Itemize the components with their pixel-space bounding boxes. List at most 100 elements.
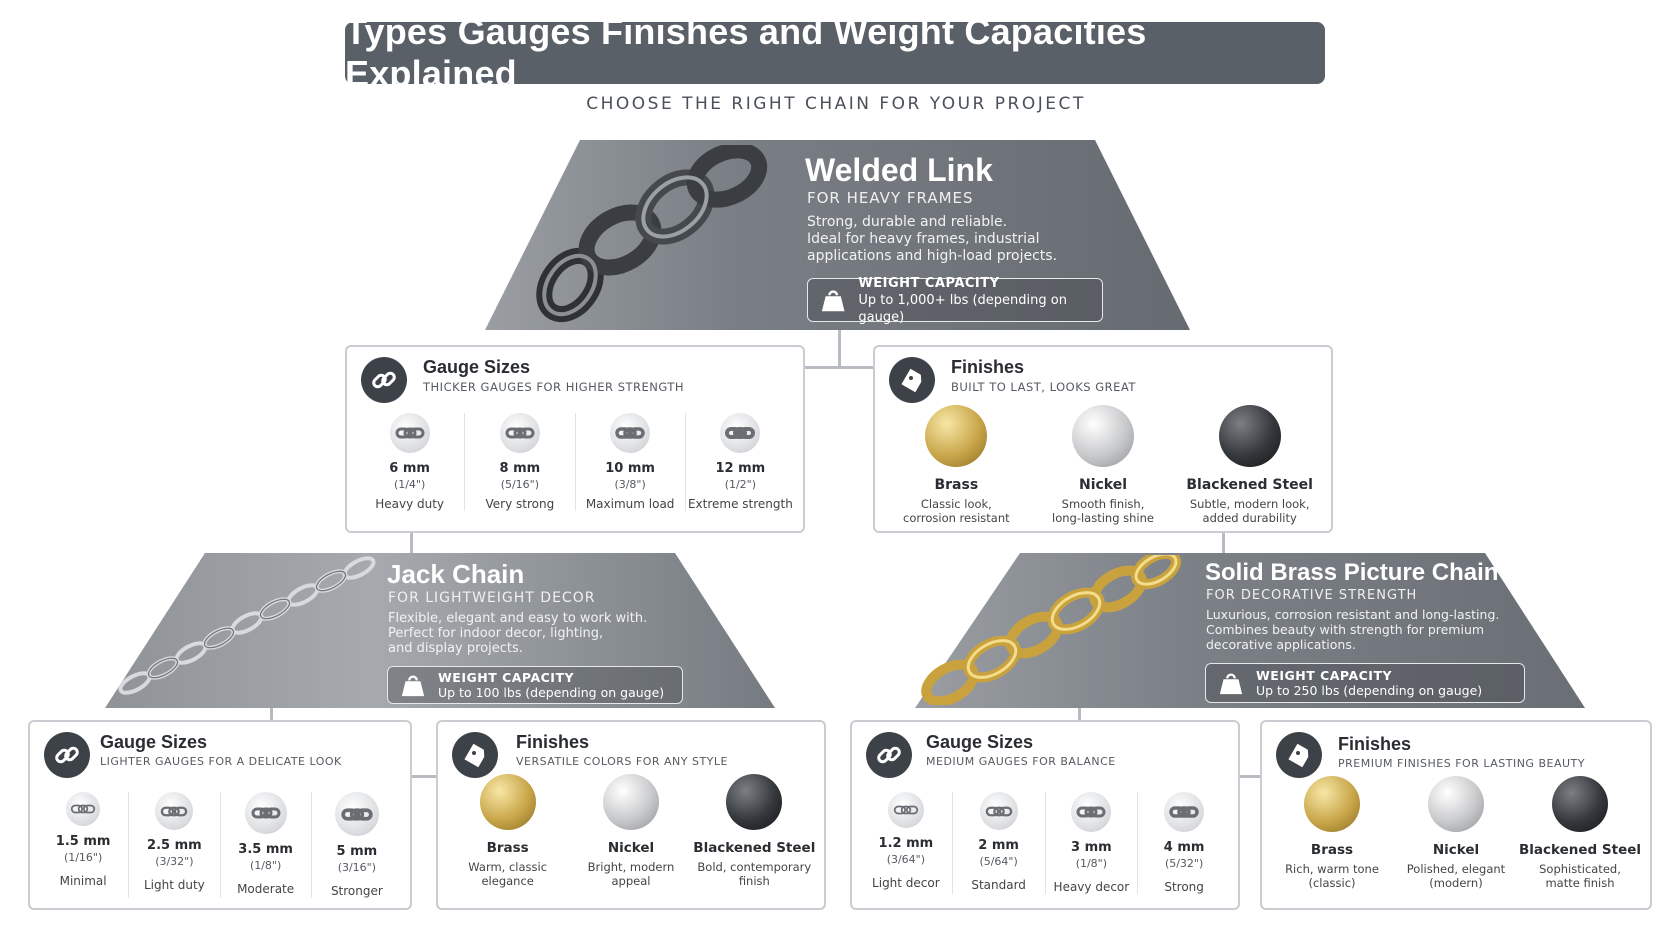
finish-name: Blackened Steel	[1186, 477, 1313, 493]
paint-tag-icon	[1276, 732, 1322, 778]
brass-capacity-value: Up to 250 lbs (depending on gauge)	[1256, 683, 1483, 698]
gauge-note: Heavy duty	[375, 497, 445, 511]
welded-subtitle: FOR HEAVY FRAMES	[807, 189, 974, 207]
finish-desc: Polished, elegant (modern)	[1406, 862, 1506, 890]
welded-chain-image	[536, 145, 768, 323]
gauge-size: 2.5 mm	[147, 838, 202, 853]
chain-icon	[1164, 792, 1205, 832]
welded-title: Welded Link	[805, 152, 993, 188]
gauge-size: 1.2 mm	[878, 836, 934, 851]
jack-title: Jack Chain	[387, 559, 525, 589]
welded-capacity-value: Up to 1,000+ lbs (depending on gauge)	[858, 292, 1067, 325]
chain-icon	[720, 413, 761, 453]
blackened-steel-swatch	[1218, 405, 1281, 467]
connector	[1078, 708, 1081, 722]
jack-capacity-label: WEIGHT CAPACITY	[438, 670, 575, 685]
brass-chain-image	[921, 555, 1181, 705]
gauge-note: Standard	[971, 878, 1026, 892]
gauge-fraction: (3/16")	[337, 861, 377, 874]
chain-icon	[499, 413, 540, 453]
finish-desc: Bright, modern appeal	[587, 860, 675, 888]
nickel-swatch	[602, 774, 659, 830]
connector	[1240, 775, 1260, 778]
gauge-size: 12 mm	[715, 461, 766, 476]
finish-item: Nickel Bright, modern appeal	[569, 774, 692, 888]
welded-finish-card: Finishes BUILT TO LAST, LOOKS GREAT Bras…	[873, 345, 1333, 533]
gauge-item: 1.2 mm (3/64") Light decor	[860, 792, 952, 894]
finish-item: Brass Rich, warm tone (classic)	[1270, 776, 1394, 890]
finish-name: Brass	[934, 477, 979, 493]
jack-gauge-title: Gauge Sizes	[100, 732, 208, 752]
finish-desc: Subtle, modern look, added durability	[1189, 497, 1310, 525]
finish-item: Brass Classic look, corrosion resistant	[883, 405, 1030, 525]
gauge-size: 5 mm	[336, 844, 378, 859]
paint-tag-icon	[889, 357, 935, 403]
weight-icon	[401, 675, 425, 697]
brass-swatch	[1304, 776, 1360, 832]
finish-item: Blackened Steel Subtle, modern look, add…	[1176, 405, 1323, 525]
jack-gauge-subtitle: LIGHTER GAUGES FOR A DELICATE LOOK	[100, 755, 342, 768]
chain-icon	[887, 792, 924, 828]
gauge-note: Heavy decor	[1053, 880, 1130, 894]
connector	[412, 775, 438, 778]
chain-icon	[334, 792, 379, 836]
gauge-item: 6 mm (1/4") Heavy duty	[355, 413, 464, 511]
gauge-size: 6 mm	[389, 461, 430, 476]
gauge-item: 10 mm (3/8") Maximum load	[574, 413, 685, 511]
page-subtitle: CHOOSE THE RIGHT CHAIN FOR YOUR PROJECT	[586, 94, 1086, 114]
gauge-size: 4 mm	[1163, 840, 1205, 855]
jack-description: Flexible, elegant and easy to work with.…	[388, 611, 648, 656]
gauge-size: 10 mm	[605, 461, 655, 476]
chain-link-icon	[44, 732, 90, 778]
blackened-steel-swatch	[726, 774, 783, 830]
finish-desc: Bold, contemporary finish	[697, 860, 812, 888]
page-title: Types Gauges Finishes and Weight Capacit…	[345, 11, 1325, 94]
brass-gauge-title: Gauge Sizes	[926, 732, 1034, 752]
finish-desc: Rich, warm tone (classic)	[1285, 862, 1379, 890]
finish-item: Brass Warm, classic elegance	[446, 774, 569, 888]
welded-link-panel: Welded Link FOR HEAVY FRAMES Strong, dur…	[485, 140, 1190, 330]
gauge-size: 3.5 mm	[238, 842, 293, 857]
welded-gauge-subtitle: THICKER GAUGES FOR HIGHER STRENGTH	[423, 380, 685, 394]
brass-capacity-label: WEIGHT CAPACITY	[1256, 668, 1393, 683]
jack-chain-image	[118, 556, 376, 695]
weight-icon	[1219, 673, 1243, 695]
chain-icon	[979, 792, 1018, 830]
gauge-note: Extreme strength	[687, 497, 793, 511]
welded-gauge-card: Gauge Sizes THICKER GAUGES FOR HIGHER ST…	[345, 345, 805, 533]
finish-name: Blackened Steel	[1518, 842, 1642, 858]
jack-finish-subtitle: VERSATILE COLORS FOR ANY STYLE	[516, 755, 728, 768]
nickel-swatch	[1072, 405, 1134, 467]
finish-desc: Smooth finish, long-lasting shine	[1052, 497, 1154, 525]
chain-icon	[244, 792, 287, 834]
gauge-fraction: (1/16")	[63, 851, 103, 864]
chain-icon	[389, 413, 430, 453]
welded-finish-title: Finishes	[951, 357, 1025, 377]
jack-finish-card: Finishes VERSATILE COLORS FOR ANY STYLE …	[436, 720, 826, 910]
finish-name: Nickel	[1432, 842, 1480, 858]
welded-capacity-box: WEIGHT CAPACITY Up to 1,000+ lbs (depend…	[807, 275, 1103, 325]
gauge-size: 2 mm	[978, 838, 1019, 853]
welded-capacity-label: WEIGHT CAPACITY	[858, 275, 1000, 291]
gauge-fraction: (1/4")	[393, 478, 426, 491]
gauge-size: 3 mm	[1071, 840, 1112, 855]
jack-chain-panel: Jack Chain FOR LIGHTWEIGHT DECOR Flexibl…	[105, 553, 775, 708]
gauge-note: Light duty	[143, 878, 205, 892]
gauge-fraction: (1/8")	[249, 859, 282, 872]
jack-capacity-box: WEIGHT CAPACITY Up to 100 lbs (depending…	[387, 666, 683, 704]
welded-description: Strong, durable and reliable. Ideal for …	[807, 214, 1058, 264]
finish-desc: Classic look, corrosion resistant	[903, 497, 1010, 525]
jack-finish-title: Finishes	[516, 732, 590, 752]
gauge-note: Maximum load	[585, 497, 675, 511]
jack-gauge-card: Gauge Sizes LIGHTER GAUGES FOR A DELICAT…	[28, 720, 412, 910]
finish-name: Nickel	[1078, 477, 1128, 493]
chain-icon	[1071, 792, 1112, 832]
gauge-note: Stronger	[330, 884, 383, 898]
gauge-item: 5 mm (3/16") Stronger	[310, 792, 402, 898]
chain-icon	[155, 792, 194, 830]
gauge-fraction: (3/64")	[886, 853, 926, 866]
brass-capacity-box: WEIGHT CAPACITY Up to 250 lbs (depending…	[1205, 663, 1525, 703]
gauge-note: Light decor	[872, 876, 940, 890]
gauge-note: Minimal	[59, 874, 107, 888]
gauge-fraction: (5/32")	[1164, 857, 1204, 870]
